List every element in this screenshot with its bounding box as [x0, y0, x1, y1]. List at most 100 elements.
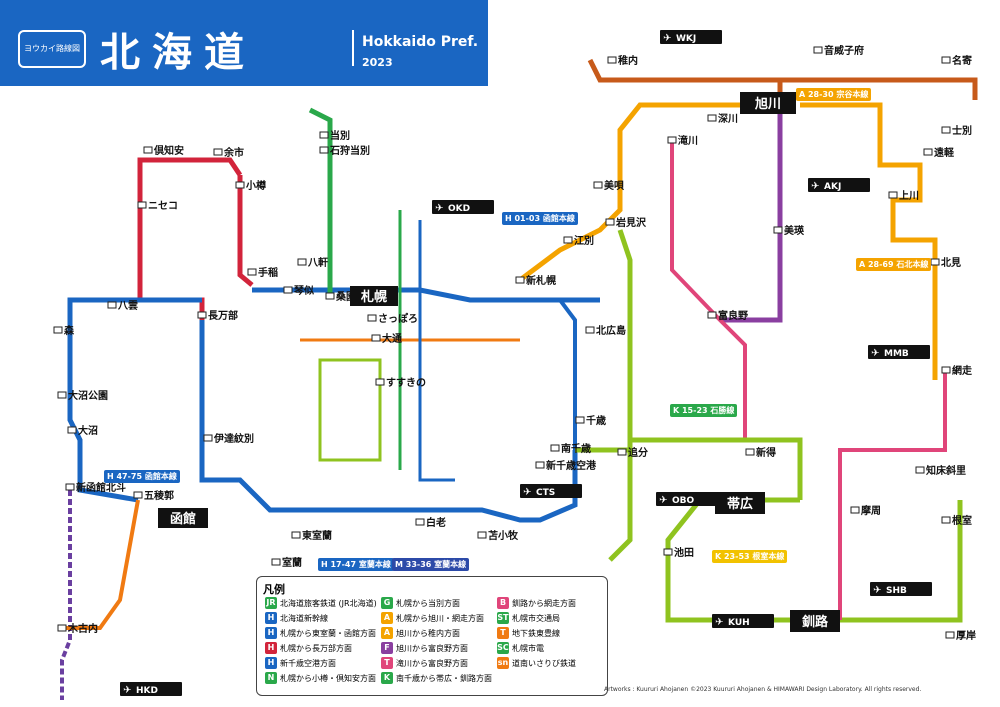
station-23[interactable]: 南千歳	[550, 442, 591, 455]
station-9[interactable]: 長万部	[197, 309, 238, 322]
station-34[interactable]: 名寄	[941, 54, 972, 67]
station-label: 琴似	[293, 285, 314, 297]
station-38[interactable]: 上川	[888, 189, 919, 202]
station-46[interactable]: 池田	[663, 546, 694, 559]
hub-kushiro[interactable]: 釧路	[790, 610, 840, 632]
station-37[interactable]: 士別	[941, 124, 972, 137]
legend-swatch: SC	[497, 642, 509, 654]
station-7[interactable]: 倶知安	[143, 144, 184, 157]
legend-label: 新千歳空港方面	[280, 658, 336, 668]
line-shinkansen	[60, 490, 72, 700]
station-label: 池田	[674, 546, 694, 559]
station-29[interactable]: 美唄	[593, 179, 624, 192]
station-label: 遠軽	[934, 146, 955, 159]
airport-wkj[interactable]: ✈WKJ	[660, 30, 722, 44]
station-43[interactable]: 摩周	[850, 504, 881, 517]
station-31[interactable]: 深川	[707, 112, 738, 125]
station-42[interactable]: 知床斜里	[915, 464, 966, 477]
airport-cts[interactable]: ✈CTS	[520, 484, 582, 498]
airport-obo[interactable]: ✈OBO	[656, 492, 718, 506]
station-39[interactable]: 遠軽	[923, 146, 955, 159]
station-13[interactable]: 大沼	[67, 424, 98, 437]
legend-label: 北海道新幹線	[280, 613, 328, 623]
station-32[interactable]: 富良野	[707, 309, 748, 322]
station-35[interactable]: 稚内	[607, 54, 638, 67]
line-nemuro-pink	[670, 140, 747, 440]
station-17[interactable]: 伊達紋別	[203, 432, 254, 445]
legend-label: 滝川から富良野方面	[396, 658, 468, 668]
station-51[interactable]: さっぽろ	[367, 312, 418, 325]
airport-kuh[interactable]: ✈KUH	[712, 614, 774, 628]
station-20[interactable]: 苫小牧	[477, 529, 519, 542]
hub-sapporo[interactable]: 札幌	[350, 286, 398, 306]
station-12[interactable]: 大沼公園	[57, 389, 108, 402]
station-47[interactable]: 新得	[745, 446, 776, 459]
station-5[interactable]: 石狩当別	[319, 144, 370, 157]
airport-okd[interactable]: ✈OKD	[432, 200, 494, 214]
station-8[interactable]: ニセコ	[137, 200, 178, 212]
station-33[interactable]: 美瑛	[773, 224, 805, 237]
station-21[interactable]: 白老	[415, 516, 446, 529]
station-26[interactable]: 新札幌	[515, 274, 556, 287]
line-tag-0: A 28-30 宗谷本線	[796, 88, 872, 101]
airport-hkd[interactable]: ✈HKD	[120, 682, 182, 696]
legend-label: 北海道旅客鉄道 (JR北海道)	[280, 598, 377, 608]
station-1[interactable]: 手稲	[247, 266, 278, 279]
station-50[interactable]: 大通	[371, 332, 402, 345]
station-11[interactable]: 森	[53, 324, 75, 337]
legend-label: 道南いさりび鉄道	[512, 658, 576, 668]
station-28[interactable]: 岩見沢	[605, 216, 647, 229]
station-4[interactable]: 当別	[319, 129, 350, 142]
station-49[interactable]: すすきの	[375, 377, 426, 389]
line-isaribi	[62, 499, 140, 630]
line-senmo	[838, 370, 947, 620]
station-30[interactable]: 滝川	[667, 134, 698, 147]
station-label: 名寄	[952, 54, 972, 67]
airport-akj[interactable]: ✈AKJ	[808, 178, 870, 192]
station-label: 大沼	[78, 424, 98, 437]
station-36[interactable]: 音威子府	[813, 44, 864, 57]
station-48[interactable]: 追分	[617, 446, 648, 459]
station-16[interactable]: 木古内	[57, 622, 98, 635]
hub-obihiro[interactable]: 帯広	[715, 492, 765, 514]
station-label: 室蘭	[282, 556, 302, 569]
station-44[interactable]: 根室	[941, 514, 972, 527]
station-2[interactable]: 琴似	[283, 285, 314, 297]
station-27[interactable]: 江別	[563, 234, 594, 247]
station-24[interactable]: 千歳	[575, 414, 606, 427]
map-year: 2023	[362, 56, 393, 69]
line-tag-5: K 23-53 根室本線	[712, 550, 788, 563]
airport-shb[interactable]: ✈SHB	[870, 582, 932, 596]
legend-label: 札幌から小樽・倶知安方面	[280, 673, 376, 683]
station-14[interactable]: 新函館北斗	[65, 481, 126, 494]
station-label: 追分	[628, 446, 648, 459]
station-label: 音威子府	[824, 44, 864, 57]
station-41[interactable]: 網走	[941, 364, 973, 377]
station-label: 滝川	[678, 134, 698, 147]
station-15[interactable]: 五稜郭	[133, 489, 174, 502]
station-0[interactable]: 小樽	[235, 179, 266, 192]
hub-asahikawa[interactable]: 旭川	[740, 92, 796, 114]
station-52[interactable]: 八軒	[297, 256, 328, 269]
station-25[interactable]: 北広島	[585, 324, 626, 337]
station-19[interactable]: 室蘭	[271, 556, 302, 569]
station-45[interactable]: 厚岸	[945, 629, 976, 642]
hub-hakodate[interactable]: 函館	[158, 508, 208, 528]
station-label: 富良野	[718, 309, 748, 322]
station-10[interactable]: 八雲	[107, 300, 138, 312]
station-label: 新得	[756, 446, 776, 459]
legend-label: 札幌から東室蘭・函館方面	[280, 628, 376, 638]
station-18[interactable]: 東室蘭	[291, 529, 332, 542]
station-label: 岩見沢	[615, 216, 647, 229]
station-22[interactable]: 新千歳空港	[535, 459, 597, 472]
svg-text:釧路: 釧路	[802, 614, 829, 630]
legend-label: 札幌市交通局	[512, 613, 560, 623]
station-label: 美瑛	[784, 224, 805, 237]
airport-mmb[interactable]: ✈MMB	[868, 345, 930, 359]
station-label: 苫小牧	[488, 529, 519, 542]
station-6[interactable]: 余市	[213, 146, 244, 159]
station-label: 南千歳	[561, 442, 591, 455]
map-header: ヨウカイ路線図 北海道 Hokkaido Pref. 2023	[0, 0, 488, 86]
